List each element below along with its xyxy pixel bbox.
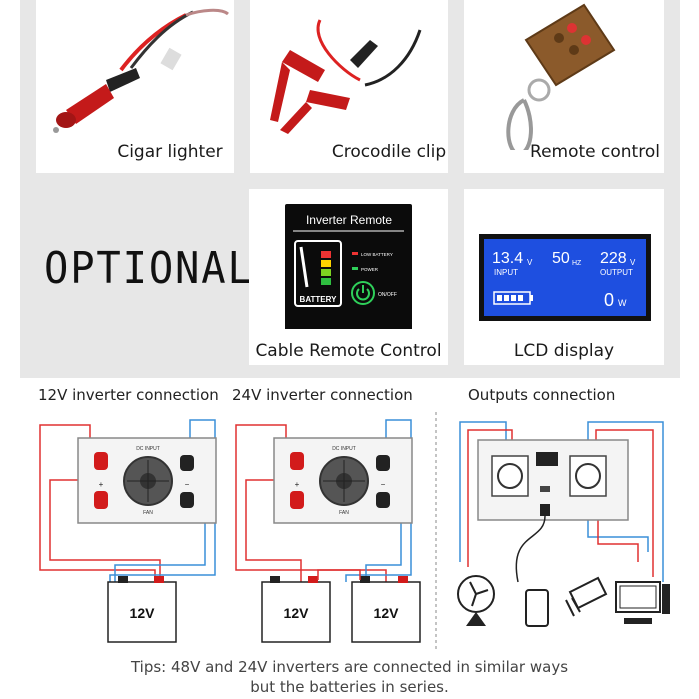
crocodile-clip-card: Crocodile clip [250, 0, 448, 173]
power-button [351, 281, 375, 305]
remote-panel-title: Inverter Remote [306, 213, 392, 227]
cable-remote-control-card: Inverter Remote BATTERY LOW BATTERY POWE… [249, 189, 448, 365]
tips-line-2: but the batteries in series. [250, 678, 449, 696]
optional-title: OPTIONAL [44, 243, 254, 294]
battery-12v [107, 581, 177, 643]
lcd-screen: 13.4 V INPUT 50 HZ 228 V OUTPUT 0 W [479, 234, 651, 321]
heading-12v-connection: 12V inverter connection [38, 386, 219, 404]
negative-terminal-2-24v [376, 492, 390, 508]
fan-label-24v: FAN [339, 510, 349, 516]
crocodile-clip-label: Crocodile clip [331, 142, 447, 162]
cigar-lighter-label: Cigar lighter [117, 142, 223, 162]
lcd-freq-value: 50 [552, 250, 570, 267]
battery-label-24v-b: 12V [374, 605, 400, 621]
lcd-display-label: LCD display [513, 341, 615, 361]
heading-outputs-connection: Outputs connection [468, 386, 616, 404]
remote-control-label: Remote control [530, 142, 660, 162]
dc-input-label-24v: DC INPUT [332, 446, 356, 452]
crocodile-clip-image [270, 19, 422, 134]
lcd-output-unit: V [630, 258, 636, 267]
lcd-input-value: 13.4 [492, 250, 523, 267]
power-label: POWER [361, 267, 379, 272]
lcd-output-value: 228 [600, 250, 627, 267]
battery-24v-a [261, 581, 331, 643]
cigar-lighter-image [53, 8, 229, 133]
plus-sign-12v: + [99, 480, 104, 489]
onoff-label: ON/OFF [378, 292, 397, 298]
battery-24v-b [351, 581, 421, 643]
negative-terminal-1-24v [376, 455, 390, 471]
positive-terminal-2-24v [290, 491, 304, 509]
lcd-input-label: INPUT [494, 268, 518, 277]
remote-control-card: Remote control [464, 0, 664, 173]
battery-label-12v: 12V [130, 605, 156, 621]
diagram-outputs-connection [457, 421, 670, 627]
battery-label: BATTERY [300, 295, 338, 304]
battery-label-24v-a: 12V [284, 605, 310, 621]
cigar-lighter-card: Cigar lighter [36, 0, 234, 173]
fan-label-12v: FAN [143, 510, 153, 516]
tips-line-1: Tips: 48V and 24V inverters are connecte… [130, 658, 569, 676]
lcd-freq-unit: HZ [572, 260, 582, 267]
diagram-separator [435, 412, 437, 652]
minus-sign-24v: − [381, 480, 386, 489]
minus-sign-12v: − [185, 480, 190, 489]
plus-sign-24v: + [295, 480, 300, 489]
key-fob-remote-image [506, 3, 616, 150]
negative-terminal-2-12v [180, 492, 194, 508]
usb-port [540, 486, 550, 492]
lcd-display-card: 13.4 V INPUT 50 HZ 228 V OUTPUT 0 W LCD … [464, 189, 664, 365]
lcd-output-label: OUTPUT [600, 268, 633, 277]
phone-appliance-icon [525, 589, 549, 627]
lcd-watt-value: 0 [604, 290, 614, 310]
lcd-input-unit: V [527, 258, 533, 267]
battery-icon [294, 240, 342, 307]
dc-input-label-12v: DC INPUT [136, 446, 160, 452]
diagram-24v-connection: DC INPUT FAN + − 12V 12V [235, 419, 421, 643]
positive-terminal-1-24v [290, 452, 304, 470]
low-battery-label: LOW BATTERY [361, 252, 393, 257]
inverter-remote-panel: Inverter Remote BATTERY LOW BATTERY POWE… [285, 204, 412, 329]
inverter-display [536, 452, 558, 466]
heading-24v-connection: 24V inverter connection [232, 386, 413, 404]
diagram-12v-connection: DC INPUT FAN + − 12V [39, 419, 217, 643]
usb-plug [540, 504, 550, 516]
positive-terminal-1-12v [94, 452, 108, 470]
positive-terminal-2-12v [94, 491, 108, 509]
lcd-watt-unit: W [618, 298, 627, 308]
negative-terminal-1-12v [180, 455, 194, 471]
cable-remote-control-label: Cable Remote Control [255, 341, 442, 361]
